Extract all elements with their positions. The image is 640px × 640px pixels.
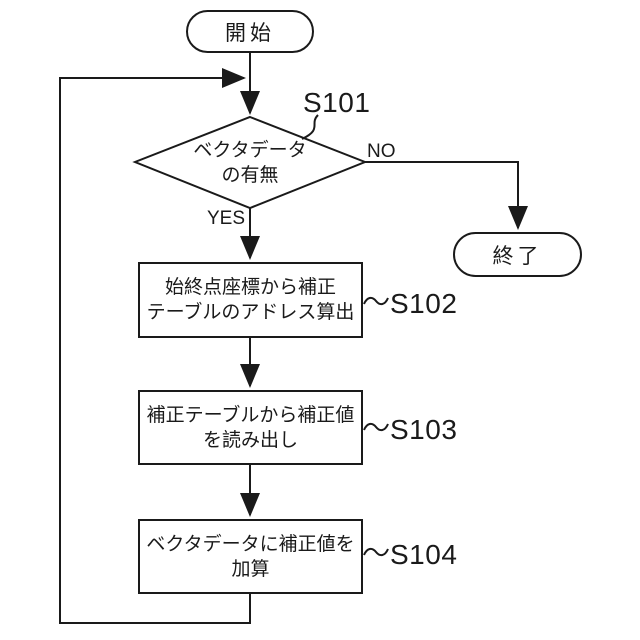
step-label-s103: S103 bbox=[390, 414, 458, 445]
branch-label-no: NO bbox=[367, 141, 396, 162]
decision-node-label: ベクタデータ の有無 bbox=[193, 140, 307, 186]
step-label-s101: S101 bbox=[303, 87, 371, 118]
process-node-s103: 補正テーブルから補正値 を読み出し bbox=[138, 390, 363, 465]
s102-tilde-connector bbox=[363, 296, 389, 306]
s103-tilde-connector bbox=[363, 422, 389, 432]
s104-tilde-connector bbox=[363, 547, 389, 557]
start-node: 開始 bbox=[186, 10, 314, 53]
process-node-s102: 始終点座標から補正 テーブルのアドレス算出 bbox=[138, 262, 363, 338]
edge-loop-back bbox=[59, 68, 251, 624]
step-label-s104: S104 bbox=[390, 539, 458, 570]
edge-no-to-end bbox=[365, 161, 528, 230]
step-label-s102: S102 bbox=[390, 288, 458, 319]
branch-label-yes: YES bbox=[207, 208, 246, 229]
s101-pointer-squiggle bbox=[301, 114, 319, 140]
start-node-label: 開始 bbox=[225, 21, 275, 45]
process-node-s104: ベクタデータに補正値を 加算 bbox=[138, 519, 363, 594]
end-node-label: 終了 bbox=[492, 244, 543, 268]
end-node: 終了 bbox=[453, 232, 582, 277]
